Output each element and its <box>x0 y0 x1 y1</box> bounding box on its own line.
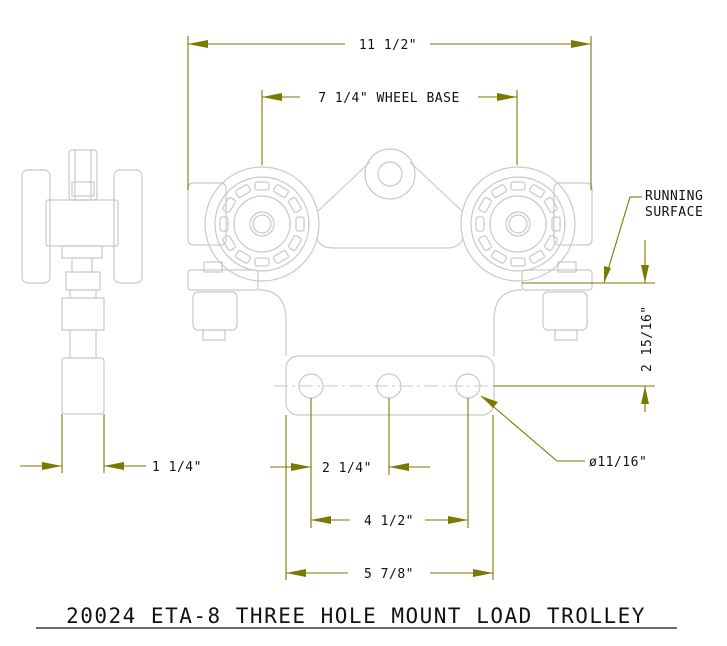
wheel-slot <box>254 181 270 191</box>
front-view <box>187 148 593 416</box>
wheel-slot <box>491 250 507 264</box>
left-wheel <box>204 166 320 282</box>
wheel-slot <box>478 197 492 213</box>
wheel-slot <box>529 250 545 264</box>
running-surface-label-line1: RUNNING <box>645 189 703 204</box>
wheel-slot <box>475 216 485 232</box>
drawing-title: 20024 ETA-8 THREE HOLE MOUNT LOAD TROLLE… <box>66 604 646 628</box>
right-wheel <box>460 166 576 282</box>
overall-width-label: 11 1/2" <box>359 38 417 53</box>
wheel-base-label: 7 1/4" WHEEL BASE <box>318 91 460 106</box>
wheel-slot <box>544 197 558 213</box>
wheel-slot <box>491 184 507 198</box>
height-label: 2 15/16" <box>640 305 655 372</box>
dimension-lines <box>20 36 655 580</box>
side-width-label: 1 1/4" <box>152 460 202 475</box>
wheel-slot <box>222 235 236 251</box>
wheel-slot <box>235 184 251 198</box>
wheel-slot <box>288 235 302 251</box>
wheel-slot <box>273 184 289 198</box>
wheel-slot <box>288 197 302 213</box>
outer-hole-spacing-label: 4 1/2" <box>364 514 414 529</box>
wheel-slot <box>222 197 236 213</box>
hole-spacing-label: 2 1/4" <box>322 461 372 476</box>
wheel-slot <box>551 216 561 232</box>
wheel-slot <box>235 250 251 264</box>
wheel-slot <box>529 184 545 198</box>
wheel-slot <box>544 235 558 251</box>
wheel-slot <box>273 250 289 264</box>
running-surface-label-line2: SURFACE <box>645 205 703 220</box>
side-view <box>21 149 143 415</box>
wheel-slot <box>219 216 229 232</box>
wheel-slot <box>295 216 305 232</box>
plate-width-label: 5 7/8" <box>364 567 414 582</box>
wheel-slot <box>510 181 526 191</box>
wheel-slot <box>510 257 526 267</box>
wheel-slot <box>254 257 270 267</box>
wheel-slot <box>478 235 492 251</box>
hole-diameter-label: ø11/16" <box>589 455 647 470</box>
